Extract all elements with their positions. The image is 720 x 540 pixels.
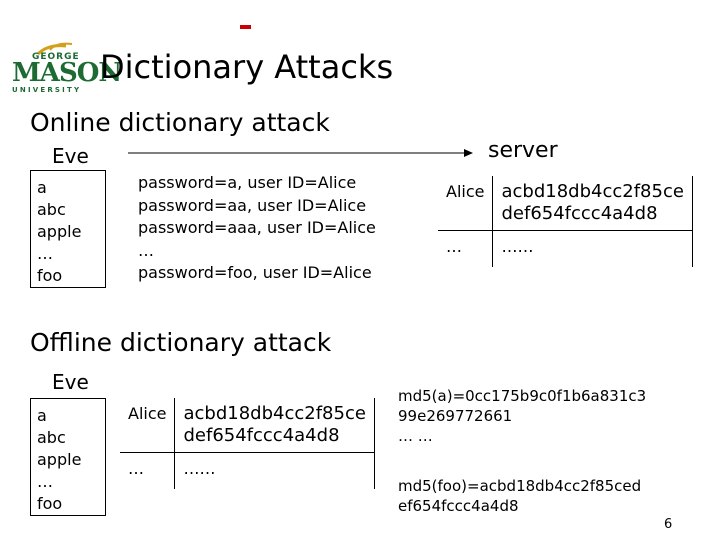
dictionary-word: … <box>37 244 53 263</box>
offline-heading: Offline dictionary attack <box>30 328 332 357</box>
stolen-password-table: Alice acbd18db4cc2f85ce def654fccc4a4d8 … <box>120 398 375 489</box>
md5-computations: md5(a)=0cc175b9c0f1b6a831c3 99e269772661… <box>398 386 646 516</box>
dictionary-word: abc <box>37 428 66 447</box>
server-label: server <box>488 138 558 163</box>
dictionary-word: foo <box>37 266 63 285</box>
dictionary-word: abc <box>37 200 66 219</box>
table-hash-cell: …… <box>174 452 375 489</box>
hash-line: acbd18db4cc2f85ce <box>501 181 684 202</box>
offline-dictionary-box: a abc apple … foo <box>30 398 106 516</box>
offline-eve-label: Eve <box>52 370 89 394</box>
page-number: 6 <box>664 517 673 532</box>
table-user-cell: Alice <box>438 176 494 231</box>
online-dictionary-box: a abc apple … foo <box>30 170 106 288</box>
md5-line: md5(a)=0cc175b9c0f1b6a831c3 <box>398 387 647 405</box>
table-user-cell: Alice <box>120 398 176 453</box>
logo-mason: MASON <box>12 58 122 88</box>
hash-line: …… <box>183 459 216 478</box>
login-requests: password=a, user ID=Alice password=aa, u… <box>138 172 376 285</box>
md5-line: ef654fccc4a4d8 <box>398 497 519 515</box>
md5-line: … … <box>398 427 433 445</box>
dictionary-word: … <box>37 472 53 491</box>
table-user-cell: … <box>438 230 494 267</box>
logo-university: UNIVERSITY <box>12 86 82 94</box>
dictionary-word: apple <box>37 450 82 469</box>
hash-line: acbd18db4cc2f85ce <box>183 403 366 424</box>
dictionary-word: foo <box>37 494 63 513</box>
university-logo: GEORGE MASON UNIVERSITY <box>12 42 122 96</box>
md5-line: 99e269772661 <box>398 407 513 425</box>
title-accent-dash <box>240 25 251 29</box>
request-line: password=aaa, user ID=Alice <box>138 218 376 237</box>
request-arrow <box>128 149 473 157</box>
table-user-cell: … <box>120 452 176 489</box>
table-hash-cell: …… <box>492 230 693 267</box>
dictionary-word: a <box>37 406 47 425</box>
online-heading: Online dictionary attack <box>30 108 330 137</box>
hash-line: def654fccc4a4d8 <box>183 425 340 446</box>
table-hash-cell: acbd18db4cc2f85ce def654fccc4a4d8 <box>492 176 693 231</box>
table-row: … …… <box>438 230 693 267</box>
hash-line: …… <box>501 237 534 256</box>
request-line: password=foo, user ID=Alice <box>138 263 372 282</box>
request-line: … <box>138 240 154 260</box>
table-hash-cell: acbd18db4cc2f85ce def654fccc4a4d8 <box>174 398 375 453</box>
request-line: password=aa, user ID=Alice <box>138 195 367 215</box>
dictionary-word: a <box>37 178 47 197</box>
table-row: Alice acbd18db4cc2f85ce def654fccc4a4d8 <box>120 398 375 453</box>
dictionary-word: apple <box>37 222 82 241</box>
online-eve-label: Eve <box>52 144 89 168</box>
hash-line: def654fccc4a4d8 <box>501 203 658 224</box>
request-line: password=a, user ID=Alice <box>138 173 357 192</box>
logo-george: GEORGE <box>32 52 80 62</box>
md5-line: md5(foo)=acbd18db4cc2f85ced <box>398 477 642 495</box>
slide-title: Dictionary Attacks <box>100 48 394 86</box>
table-row: Alice acbd18db4cc2f85ce def654fccc4a4d8 <box>438 176 693 231</box>
md5-spacer <box>398 446 646 476</box>
server-password-table: Alice acbd18db4cc2f85ce def654fccc4a4d8 … <box>438 176 693 267</box>
laurel-icon <box>36 42 73 56</box>
table-row: … …… <box>120 452 375 489</box>
